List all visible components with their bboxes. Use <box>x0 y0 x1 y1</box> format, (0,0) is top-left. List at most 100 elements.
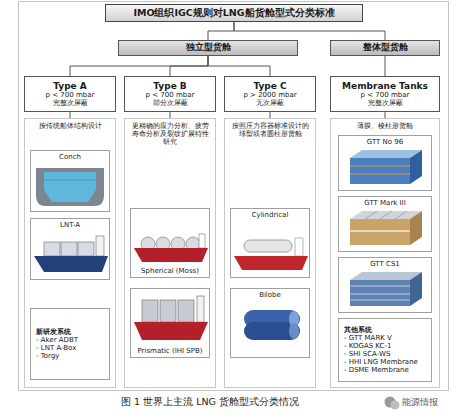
diagram-frame <box>19 2 449 391</box>
tree-connector <box>234 22 385 40</box>
conch-tank-figure <box>36 168 104 206</box>
category-name: 独立型货舱 <box>122 43 294 53</box>
prismatic-spb-figure <box>134 296 208 340</box>
type-name: Type B <box>128 81 212 91</box>
bilobe-tank-figure <box>289 323 299 339</box>
tank-figure-box: Cylindrical <box>230 208 310 278</box>
system-list-box: 新研发系统- Aker ADBT- LNT A-Box- Torgy <box>30 308 110 380</box>
system-name: - GTT MARK V <box>344 334 426 342</box>
type-name: Type C <box>228 81 312 91</box>
design-note: 按传统船体结构设计 <box>29 122 111 130</box>
gtt-cs1-figure <box>350 280 410 306</box>
tank-figure-box: Conch <box>30 150 110 212</box>
prismatic-spb-figure <box>197 296 204 322</box>
lnt-a-ship-figure <box>78 242 94 256</box>
gtt-no96-figure <box>350 150 422 158</box>
system-name: - LNT A-Box <box>36 344 104 352</box>
tree-connector <box>70 56 208 76</box>
barrier-type: 无次屏蔽 <box>228 99 312 107</box>
gtt-cs1-figure <box>350 286 410 300</box>
gtt-mark-iii-figure <box>410 211 422 245</box>
design-note: 按照压力容器标准设计的球型或者圆柱形货舱 <box>229 122 311 138</box>
type-name: Type A <box>28 81 112 91</box>
design-note: 薄膜、棱柱形货舱 <box>335 122 435 130</box>
lnt-a-ship-figure <box>34 256 108 272</box>
type-header-box: Type Cp > 2000 mbar无次屏蔽 <box>224 76 316 112</box>
type-header-box: Type Bp < 700 mbar部分次屏蔽 <box>124 76 216 112</box>
tank-figure-box: GTT No 96 <box>338 135 432 191</box>
gtt-mark-iii-figure <box>350 211 422 245</box>
tank-figure-box: Spherical (Moss) <box>130 208 210 278</box>
tank-figure-box: GTT CS1 <box>338 257 432 313</box>
list-heading: 其他系统 <box>344 326 426 334</box>
conch-tank-figure <box>44 180 96 181</box>
category-name: 整体型货舱 <box>334 43 436 53</box>
spherical-moss-figure <box>134 248 208 262</box>
category-box: 独立型货舱 <box>118 40 298 56</box>
cylindrical-tank-figure <box>234 238 308 270</box>
gtt-no96-figure <box>350 150 422 184</box>
cylindrical-tank-figure <box>244 240 292 252</box>
bilobe-tank-figure <box>244 322 300 340</box>
pressure-limit: p < 700 mbar <box>334 91 436 99</box>
gtt-no96-figure <box>350 166 410 174</box>
watermark-icon <box>391 401 400 410</box>
tank-figure-box: LNT-A <box>30 218 110 280</box>
system-list-box: 其他系统- GTT MARK V- KOGAS KC-1- SHI SCA-WS… <box>338 318 432 382</box>
tank-name: Cylindrical <box>234 211 306 219</box>
conch-tank-figure <box>44 172 96 202</box>
lnt-a-ship-figure <box>44 242 60 256</box>
prismatic-spb-figure <box>178 300 194 322</box>
spherical-moss-figure <box>199 234 205 248</box>
category-box: 整体型货舱 <box>330 40 440 56</box>
tree-connector <box>170 56 208 76</box>
tank-name: Spherical (Moss) <box>134 267 206 275</box>
column-panel: 按传统船体结构设计 ConchLNT-A 新研发系统- Aker ADBT- LNT… <box>24 118 116 388</box>
tank-figure-box: Bilobe <box>230 288 310 358</box>
system-name: - DSME Membrane <box>344 366 426 374</box>
system-name: - Aker ADBT <box>36 336 104 344</box>
tank-name: GTT Mark III <box>342 199 428 207</box>
bilobe-tank-figure <box>244 310 300 340</box>
pressure-limit: p > 2000 mbar <box>228 91 312 99</box>
cylindrical-tank-figure <box>234 256 308 270</box>
list-heading: 新研发系统 <box>36 328 104 336</box>
lnt-a-ship-figure <box>34 236 108 272</box>
type-header-box: Type Ap < 700 mbar完整次屏蔽 <box>24 76 116 112</box>
prismatic-spb-figure <box>142 300 158 322</box>
conch-tank-figure <box>36 168 104 206</box>
tank-name: Bilobe <box>234 291 306 299</box>
gtt-mark-iii-figure <box>350 219 410 245</box>
column-panel: 按照压力容器标准设计的球型或者圆柱形货舱 CylindricalBilobe <box>224 118 316 388</box>
prismatic-spb-figure <box>160 300 176 322</box>
tank-name: LNT-A <box>34 221 106 229</box>
gtt-cs1-figure <box>410 272 422 306</box>
spherical-moss-figure <box>134 234 208 262</box>
title-box: IMO组织IGC规则对LNG船货舱型式分类标准 <box>105 4 363 22</box>
tree-connector <box>385 56 386 76</box>
tank-figure-box: Prismatic (IHI SPB) <box>130 288 210 358</box>
system-name: - Torgy <box>36 352 104 360</box>
design-note: 更精确的应力分析、疲劳寿命分析及裂纹扩展特性研究 <box>129 122 211 146</box>
gtt-cs1-figure <box>350 272 422 306</box>
column-panel: 薄膜、棱柱形货舱GTT No 96GTT Mark IIIGTT CS1其他系统… <box>330 118 440 388</box>
pressure-limit: p < 700 mbar <box>28 91 112 99</box>
system-name: - SHI SCA-WS <box>344 350 426 358</box>
type-name: Membrane Tanks <box>334 81 436 91</box>
tank-figure-box: GTT Mark III <box>338 196 432 252</box>
diagram-frame <box>19 2 449 391</box>
diagram-heading: IMO组织IGC规则对LNG船货舱型式分类标准 <box>133 8 334 19</box>
tank-name: GTT No 96 <box>342 138 428 146</box>
gtt-no96-figure <box>350 158 410 184</box>
gtt-mark-iii-figure <box>365 211 407 219</box>
barrier-type: 完整次屏蔽 <box>28 99 112 107</box>
barrier-type: 完整次屏蔽 <box>334 99 436 107</box>
tank-name: Prismatic (IHI SPB) <box>134 347 206 355</box>
system-name: - HHI LNG Membrane <box>344 358 426 366</box>
cylindrical-tank-figure <box>295 238 303 256</box>
figure-caption: 图 1 世界上主流 LNG 货舱型式分类情况 <box>40 396 380 407</box>
watermark-icon <box>385 397 400 410</box>
gtt-cs1-figure <box>350 272 422 280</box>
pressure-limit: p < 700 mbar <box>128 91 212 99</box>
